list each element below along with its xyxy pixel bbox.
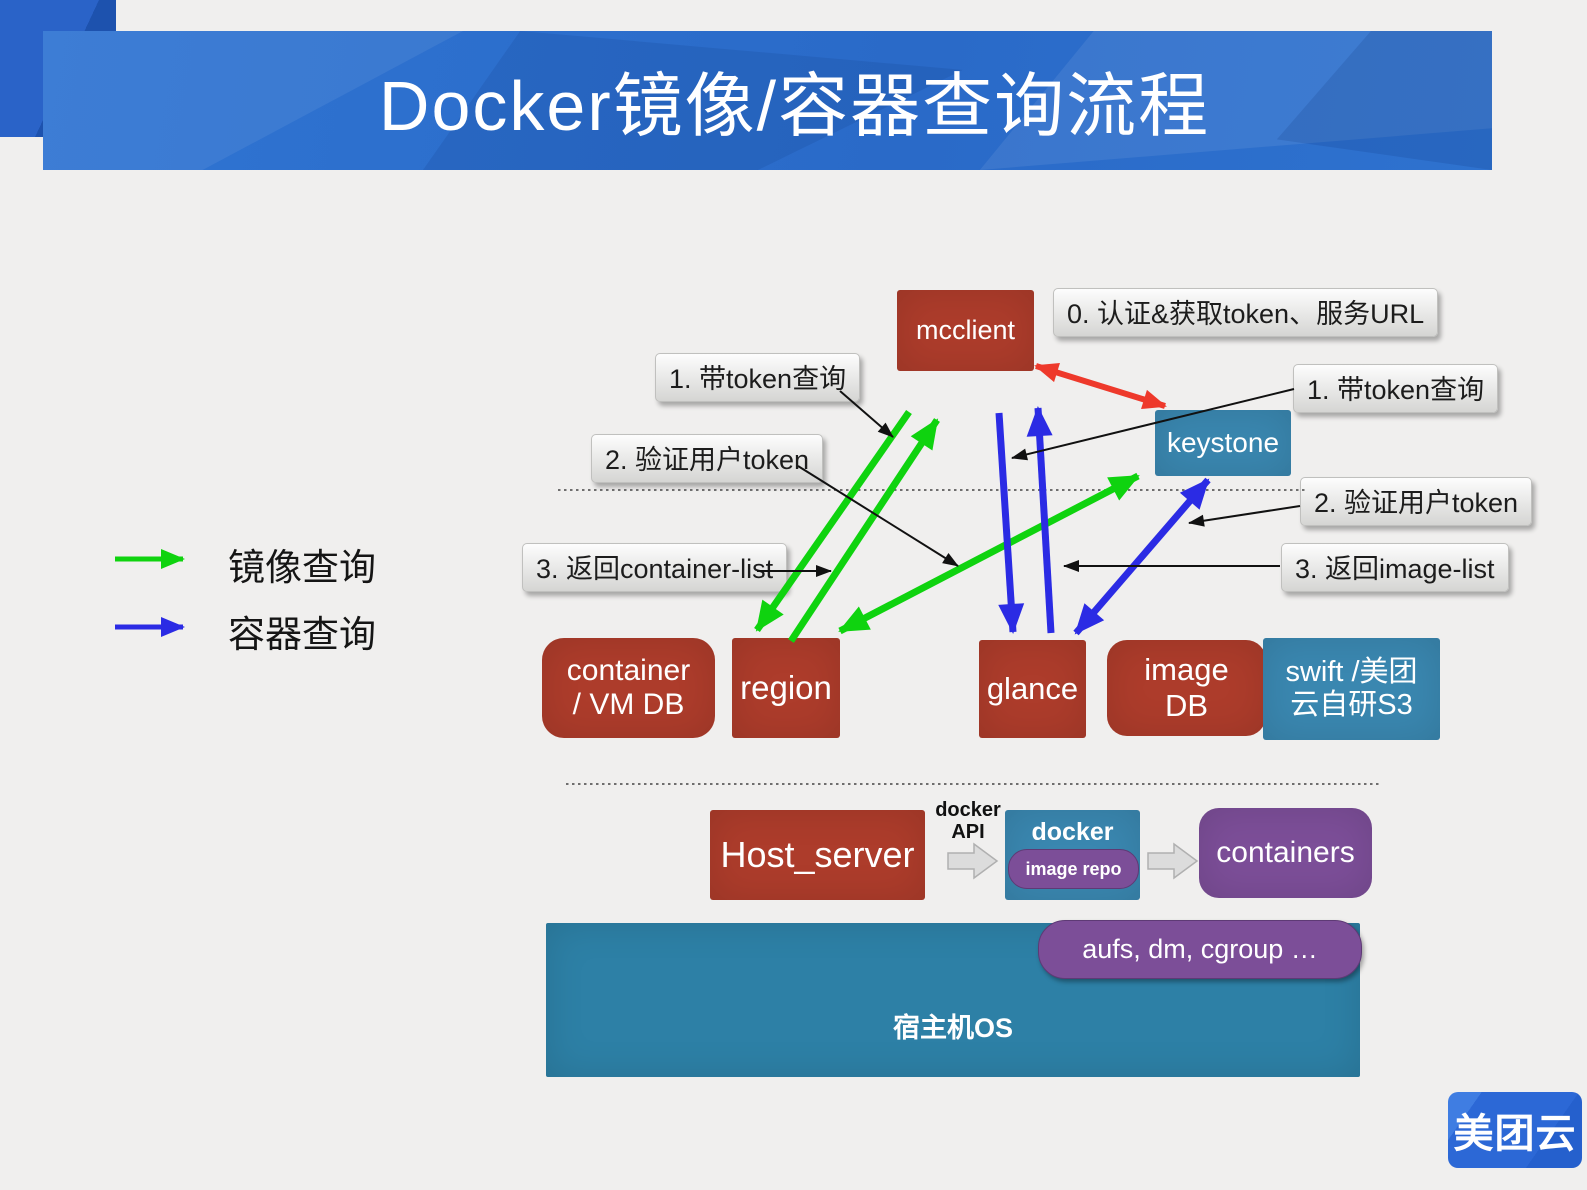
node-containers: containers [1199, 808, 1372, 898]
node-image-db-line1: image [1144, 652, 1229, 688]
node-docker: docker image repo [1005, 810, 1140, 900]
docker-api-line1: docker [935, 799, 1001, 821]
node-container-db-line1: container [566, 653, 691, 687]
arrow-mcclient-keystone-auth [1034, 362, 1167, 410]
docker-api-caption: docker API [930, 799, 1006, 843]
node-image-db: image DB [1107, 640, 1266, 736]
node-host-server: Host_server [710, 810, 925, 900]
node-keystone-label: keystone [1166, 426, 1280, 458]
node-container-db-line2: / VM DB [572, 688, 685, 721]
node-image-db-line2: DB [1164, 688, 1209, 723]
node-host-server-label: Host_server [720, 834, 915, 876]
arrow-mcclient-to-glance [995, 412, 1025, 634]
node-image-repo: image repo [1008, 849, 1139, 889]
arrow-region-keystone-bidirectional [838, 472, 1140, 635]
chevron-host-to-docker [947, 842, 999, 880]
leader-verify-token-right [1188, 505, 1301, 527]
label-verify-token-right: 2. 验证用户token [1300, 477, 1533, 526]
meituan-cloud-logo-text: 美团云 [1453, 1112, 1577, 1156]
legend-image-query-label: 镜像查询 [228, 547, 376, 588]
label-return-image-list: 3. 返回image-list [1281, 543, 1509, 592]
meituan-cloud-logo: 美团云 [1448, 1092, 1582, 1168]
node-glance-label: glance [986, 671, 1079, 707]
title-banner: Docker镜像/容器查询流程 [43, 31, 1492, 170]
label-auth-get-token: 0. 认证&获取token、服务URL [1053, 288, 1439, 337]
arrow-glance-to-mcclient [1026, 406, 1055, 634]
label-token-query-right: 1. 带token查询 [1293, 364, 1499, 413]
node-swift-line2: 云自研S3 [1290, 689, 1413, 721]
page-title: Docker镜像/容器查询流程 [378, 67, 1211, 145]
node-docker-label: docker [1031, 818, 1114, 846]
chevron-docker-to-containers [1147, 842, 1199, 880]
label-token-query-left: 1. 带token查询 [655, 353, 861, 402]
node-containers-label: containers [1216, 835, 1355, 869]
node-region: region [732, 638, 840, 738]
node-keystone: keystone [1155, 410, 1291, 476]
docker-api-line2: API [951, 821, 985, 843]
node-swift-line1: swift /美团 [1285, 655, 1418, 688]
legend-container-query-label: 容器查询 [228, 614, 376, 655]
node-aufs-dm-cgroup: aufs, dm, cgroup … [1038, 920, 1362, 979]
arrow-glance-keystone-bidirectional [1073, 477, 1211, 636]
node-host-os-label: 宿主机OS [892, 1013, 1013, 1044]
node-container-vm-db: container / VM DB [542, 638, 715, 738]
node-glance: glance [979, 640, 1086, 738]
node-region-label: region [740, 669, 832, 707]
node-mcclient-label: mcclient [915, 314, 1016, 345]
node-aufs-label: aufs, dm, cgroup … [1082, 933, 1318, 964]
node-mcclient: mcclient [897, 290, 1034, 371]
node-swift-s3: swift /美团 云自研S3 [1263, 638, 1440, 740]
node-image-repo-label: image repo [1025, 858, 1122, 879]
label-verify-token-left: 2. 验证用户token [591, 434, 824, 483]
label-return-container-list: 3. 返回container-list [522, 543, 788, 592]
